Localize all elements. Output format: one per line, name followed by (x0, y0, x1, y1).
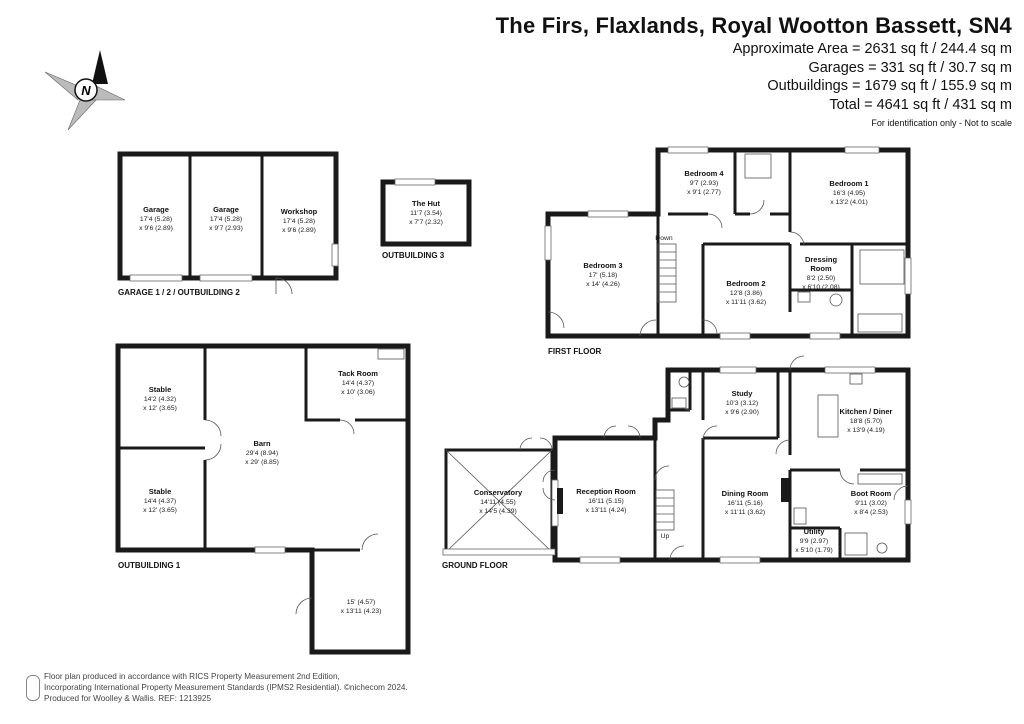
bedroom2-dim2: x 11'11 (3.62) (726, 299, 766, 306)
ground-floor-stairs (655, 489, 675, 531)
first-floor-label: FIRST FLOOR (548, 347, 602, 356)
footer-line-1: Floor plan produced in accordance with R… (44, 672, 340, 681)
boot-room-dim2: x 8'4 (2.53) (854, 509, 888, 516)
dressing-room-name1: Dressing (805, 255, 838, 264)
dining-room-dim2: x 11'11 (3.62) (725, 509, 765, 516)
first-floor-block: Down FIRST FLOOR (544, 146, 912, 356)
ground-floor-label: GROUND FLOOR (442, 561, 508, 570)
kitchen-diner-dim2: x 13'9 (4.19) (847, 427, 885, 434)
tack-room-dim1: 14'4 (4.37) (342, 380, 374, 387)
hut-block: OUTBUILDING 3 (380, 178, 472, 260)
reception-room-dim2: x 13'11 (4.24) (586, 507, 627, 514)
stairs-up-label: Up (661, 533, 670, 540)
hut-dim1: 11'7 (3.54) (410, 210, 442, 217)
person-icon (26, 675, 40, 701)
bedroom1-name: Bedroom 1 (829, 179, 868, 188)
boot-room-name: Boot Room (851, 489, 892, 498)
bedroom1-dim2: x 13'2 (4.01) (830, 199, 868, 206)
conservatory-name: Conservatory (474, 488, 523, 497)
kitchen-diner-name: Kitchen / Diner (840, 407, 893, 416)
workshop-name: Workshop (281, 207, 318, 216)
bedroom3-name: Bedroom 3 (583, 261, 622, 270)
property-title: The Firs, Flaxlands, Royal Wootton Basse… (495, 13, 1012, 38)
store-dim1: 15' (4.57) (347, 599, 376, 606)
study-dim2: x 9'6 (2.90) (725, 409, 759, 416)
first-floor-stairs (657, 243, 677, 303)
compass-north-label: N (81, 83, 91, 98)
garage-b-dim1: 17'4 (5.28) (210, 216, 242, 223)
garage-floor-label: GARAGE 1 / 2 / OUTBUILDING 2 (118, 288, 240, 297)
barn-dim1: 29'4 (8.94) (246, 450, 278, 457)
bedroom1-dim1: 16'3 (4.95) (833, 190, 865, 197)
dining-room-dim1: 16'11 (5.16) (727, 500, 763, 507)
conservatory-dim1: 14'11 (4.55) (480, 499, 516, 506)
study-name: Study (732, 389, 754, 398)
hut-name: The Hut (412, 199, 440, 208)
garage-a-dim1: 17'4 (5.28) (140, 216, 172, 223)
stable-b-dim2: x 12' (3.65) (143, 507, 177, 514)
bedroom3-dim1: 17' (5.18) (589, 272, 618, 279)
tack-room-name: Tack Room (338, 369, 378, 378)
compass-icon: N (44, 50, 126, 131)
workshop-dim2: x 9'6 (2.89) (282, 227, 316, 234)
dressing-room-dim1: 8'2 (2.50) (807, 275, 836, 282)
plan-header: The Firs, Flaxlands, Royal Wootton Basse… (392, 12, 1012, 128)
utility-dim2: x 5'10 (1.79) (795, 547, 833, 554)
approximate-area: Approximate Area = 2631 sq ft / 244.4 sq… (732, 41, 1012, 57)
reception-room-name: Reception Room (576, 487, 636, 496)
garage-a-name: Garage (143, 205, 169, 214)
outbuilding1-label: OUTBUILDING 1 (118, 561, 181, 570)
stable-a-dim1: 14'2 (4.32) (144, 396, 176, 403)
dressing-room-name2: Room (810, 264, 832, 273)
garage-b-name: Garage (213, 205, 239, 214)
garage-block: GARAGE 1 / 2 / OUTBUILDING 2 (117, 151, 339, 297)
dressing-room-dim2: x 6'10 (2.08) (802, 284, 840, 291)
footer-line-2: Incorporating International Property Mea… (44, 683, 408, 692)
outbuilding3-label: OUTBUILDING 3 (382, 251, 445, 260)
disclaimer: For identification only - Not to scale (871, 118, 1012, 128)
stable-b-name: Stable (149, 487, 172, 496)
utility-name: Utility (804, 527, 826, 536)
stable-a-name: Stable (149, 385, 172, 394)
reception-room-dim1: 16'11 (5.15) (588, 498, 624, 505)
footer-line-3: Produced for Woolley & Wallis. REF: 1213… (44, 694, 212, 703)
store-dim2: x 13'11 (4.23) (341, 608, 382, 615)
study-dim1: 10'3 (3.12) (726, 400, 758, 407)
stairs-down-label: Down (655, 235, 673, 242)
conservatory-dim2: x 14'5 (4.39) (479, 508, 517, 515)
kitchen-diner-dim1: 18'8 (5.70) (850, 418, 882, 425)
hut-dim2: x 7'7 (2.32) (409, 219, 443, 226)
garage-a-dim2: x 9'6 (2.89) (139, 225, 173, 232)
stable-a-dim2: x 12' (3.65) (143, 405, 177, 412)
dining-room-name: Dining Room (722, 489, 769, 498)
bedroom2-dim1: 12'8 (3.86) (730, 290, 762, 297)
ground-floor-block: Up GROUND FLOOR (442, 355, 912, 570)
bedroom3-dim2: x 14' (4.26) (586, 281, 620, 288)
utility-dim1: 9'9 (2.97) (800, 538, 829, 545)
boot-room-dim1: 9'11 (3.02) (855, 500, 887, 507)
bedroom2-name: Bedroom 2 (726, 279, 765, 288)
garages-area: Garages = 331 sq ft / 30.7 sq m (808, 59, 1012, 76)
outbuildings-area: Outbuildings = 1679 sq ft / 155.9 sq m (767, 78, 1012, 94)
bedroom4-dim2: x 9'1 (2.77) (687, 189, 721, 196)
barn-dim2: x 29' (8.85) (245, 459, 279, 466)
total-area: Total = 4641 sq ft / 431 sq m (829, 96, 1012, 113)
tack-room-dim2: x 10' (3.06) (341, 389, 375, 396)
workshop-dim1: 17'4 (5.28) (283, 218, 315, 225)
plan-footer: Floor plan produced in accordance with R… (26, 671, 408, 704)
bedroom4-dim1: 9'7 (2.93) (690, 180, 719, 187)
bedroom4-name: Bedroom 4 (684, 169, 724, 178)
stable-b-dim1: 14'4 (4.37) (144, 498, 176, 505)
garage-b-dim2: x 9'7 (2.93) (209, 225, 243, 232)
barn-name: Barn (253, 439, 271, 448)
outbuilding1-block: OUTBUILDING 1 (115, 343, 411, 655)
